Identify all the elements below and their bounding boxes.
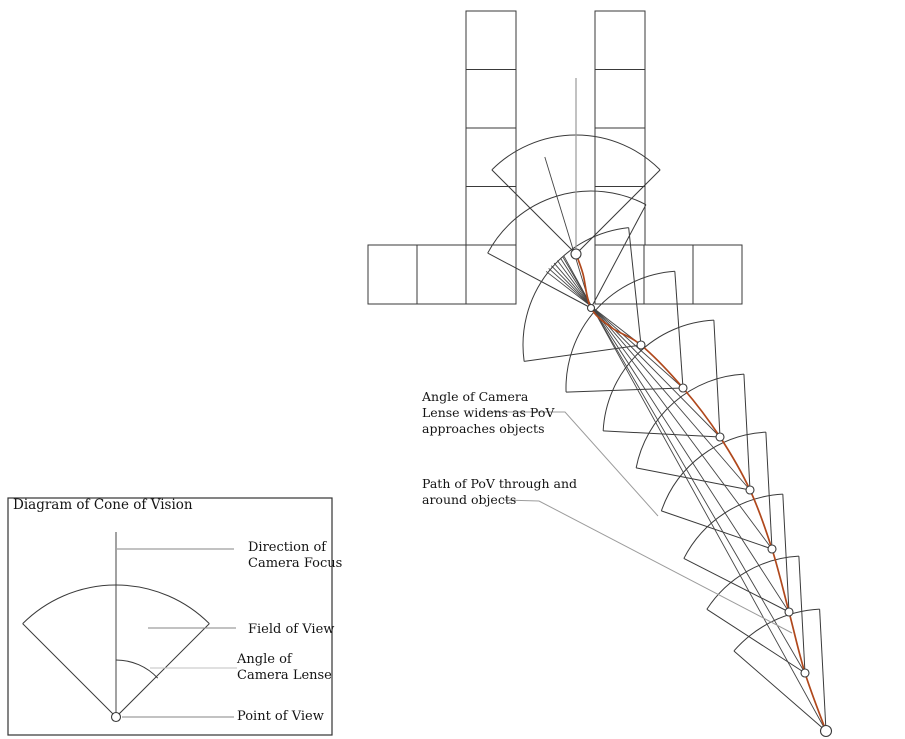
vision-cone-arc — [660, 431, 766, 512]
pov-marker — [636, 340, 646, 350]
cone-sight-line — [548, 268, 684, 389]
grid-square — [643, 244, 694, 305]
cone-sight-line — [553, 262, 751, 491]
legend-cone-arc — [22, 584, 210, 625]
legend-angle-arc — [115, 659, 159, 679]
legend-label-line: Point of View — [237, 709, 324, 724]
vision-cone-edge — [636, 467, 751, 491]
vision-cone-edge — [674, 271, 684, 389]
pov-marker — [715, 432, 725, 442]
grid-square — [594, 127, 646, 187]
vision-cone-edge — [590, 204, 647, 309]
vision-cone-arc — [487, 190, 647, 254]
pov-marker — [800, 668, 810, 678]
cone-sight-line — [550, 265, 721, 438]
annotation-line: Path of PoV through and — [422, 476, 578, 491]
legend-label-line: Camera Focus — [248, 556, 343, 571]
annotation-line: around objects — [422, 492, 517, 507]
vision-cone-edge — [765, 432, 773, 550]
legend-label-angle-of-camera-lense: Angle of Camera Lense — [237, 652, 332, 684]
grid-square — [465, 69, 517, 129]
vision-cone-edge — [575, 169, 661, 255]
annotation-line: approaches objects — [422, 421, 545, 436]
grid-square — [465, 186, 517, 246]
vision-cone-edge — [819, 609, 827, 732]
grid-square — [465, 10, 517, 70]
grid-square — [465, 127, 517, 187]
legend-label-direction-of-camera-focus: Direction of Camera Focus — [248, 540, 342, 572]
grid-square — [367, 244, 418, 305]
legend-pov-marker — [110, 711, 122, 723]
cone-sight-line — [562, 256, 806, 674]
legend-label-line: Direction of — [248, 540, 327, 555]
vision-cone-edge — [798, 556, 806, 674]
vision-cone-edge — [524, 344, 642, 362]
vision-cone-arc — [602, 319, 714, 431]
pov-marker — [678, 383, 688, 393]
pov-marker — [767, 544, 777, 554]
vision-cone-edge — [683, 557, 790, 613]
vision-cone-edge — [782, 494, 790, 613]
vision-cone-edge — [706, 608, 806, 674]
vision-cone-edge — [628, 227, 642, 346]
vision-cone-edge — [487, 252, 592, 309]
grid-square — [416, 244, 467, 305]
vision-cone-arc — [733, 608, 820, 652]
vision-cone-arc — [565, 270, 675, 393]
legend-label-line: Field of View — [248, 622, 335, 637]
legend-label-line: Angle of — [237, 652, 292, 667]
grid-square — [594, 10, 646, 70]
grid-square — [692, 244, 743, 305]
vision-cone-edge — [491, 169, 577, 255]
legend-cone-edge — [115, 623, 210, 718]
legend-label-field-of-view: Field of View — [248, 622, 334, 638]
cone-sight-line — [563, 256, 827, 732]
annotation-pov-path: Path of PoV through and around objects — [422, 476, 577, 508]
legend-box — [7, 497, 333, 736]
legend-title: Diagram of Cone of Vision — [13, 497, 193, 513]
annotation-leader-line — [502, 499, 793, 634]
pov-marker — [784, 607, 794, 617]
pov-marker — [570, 248, 582, 260]
grid-square — [594, 69, 646, 129]
legend-label-line: Camera Lense — [237, 668, 332, 683]
annotation-line: Lense widens as PoV — [422, 405, 555, 420]
legend-label-point-of-view: Point of View — [237, 709, 324, 725]
vision-cone-edge — [661, 510, 773, 550]
vision-cone-edge — [566, 387, 684, 393]
vision-cone-edge — [743, 374, 751, 491]
grid-square — [465, 244, 517, 305]
annotation-lens-widens: Angle of Camera Lense widens as PoV appr… — [422, 389, 554, 437]
annotation-leader-line — [487, 411, 659, 517]
pov-marker — [745, 485, 755, 495]
cone-axis-line — [544, 156, 592, 309]
vision-cone-edge — [733, 650, 827, 732]
pov-marker — [586, 303, 596, 313]
pov-marker — [819, 724, 833, 738]
grid-square — [594, 186, 646, 246]
legend-cone-edge — [22, 623, 117, 718]
annotation-line: Angle of Camera — [422, 389, 529, 404]
